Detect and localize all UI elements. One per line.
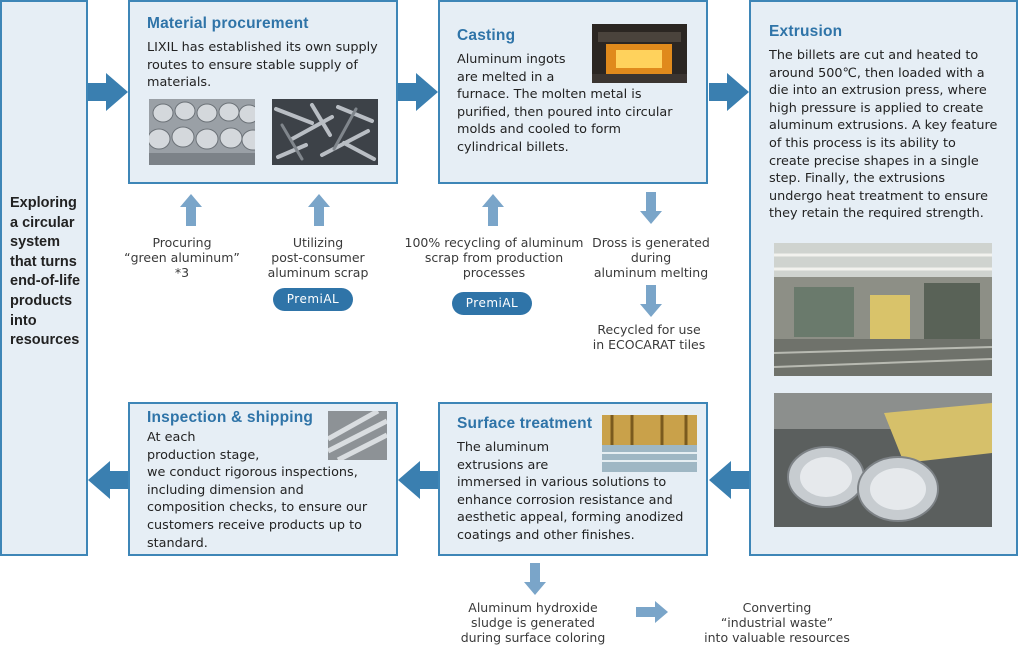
aluminum-profiles-photo bbox=[328, 411, 387, 460]
arrow-up-icon bbox=[308, 194, 330, 226]
arrow-up-icon bbox=[482, 194, 504, 226]
surface-treatment-title: Surface treatment bbox=[457, 415, 593, 432]
arrow-right-icon bbox=[709, 73, 749, 111]
inspection-shipping-body: At each production stage, we conduct rig… bbox=[147, 430, 368, 551]
material-procurement-title: Material procurement bbox=[147, 15, 309, 32]
post-consumer-scrap-note: Utilizing post-consumer aluminum scrap bbox=[267, 235, 369, 280]
premial-badge: PremiAL bbox=[273, 288, 353, 311]
arrow-right-icon bbox=[398, 73, 438, 111]
extrusion-factory-photo bbox=[774, 243, 992, 376]
dross-note: Dross is generated during aluminum melti… bbox=[592, 235, 710, 280]
green-aluminum-note: Procuring “green aluminum” *3 bbox=[124, 235, 240, 280]
arrow-down-icon bbox=[640, 285, 662, 317]
inspection-shipping-title: Inspection & shipping bbox=[147, 409, 314, 426]
casting-title: Casting bbox=[457, 27, 516, 44]
anodizing-tank-photo bbox=[602, 415, 697, 472]
arrow-right-small-icon bbox=[636, 601, 668, 623]
arrow-right-icon bbox=[88, 73, 128, 111]
surface-treatment-body: The aluminum extrusions are immersed in … bbox=[457, 440, 684, 543]
material-procurement-body: LIXIL has established its own supply rou… bbox=[147, 40, 378, 91]
extrusion-body: The billets are cut and heated to around… bbox=[769, 48, 998, 222]
casting-body: Aluminum ingots are melted in a furnace.… bbox=[457, 52, 673, 155]
converting-waste-note: Converting “industrial waste” into valua… bbox=[704, 600, 850, 645]
aluminum-scrap-photo bbox=[272, 99, 378, 165]
arrow-down-icon bbox=[524, 563, 546, 595]
production-scrap-note: 100% recycling of aluminum scrap from pr… bbox=[404, 235, 584, 280]
hydroxide-sludge-note: Aluminum hydroxide sludge is generated d… bbox=[460, 600, 606, 645]
arrow-left-icon bbox=[709, 461, 749, 499]
premial-badge: PremiAL bbox=[452, 292, 532, 315]
furnace-photo bbox=[592, 24, 687, 83]
extrusion-title: Extrusion bbox=[769, 23, 843, 40]
arrow-up-icon bbox=[180, 194, 202, 226]
arrow-left-icon bbox=[88, 461, 128, 499]
side-panel bbox=[0, 0, 88, 556]
extruded-billets-photo bbox=[774, 393, 992, 527]
arrow-down-icon bbox=[640, 192, 662, 224]
arrow-left-icon bbox=[398, 461, 438, 499]
ecocarat-note: Recycled for use in ECOCARAT tiles bbox=[592, 322, 706, 352]
side-panel-label: Exploring a circular system that turns e… bbox=[10, 195, 81, 349]
aluminum-ingots-photo bbox=[149, 99, 255, 165]
